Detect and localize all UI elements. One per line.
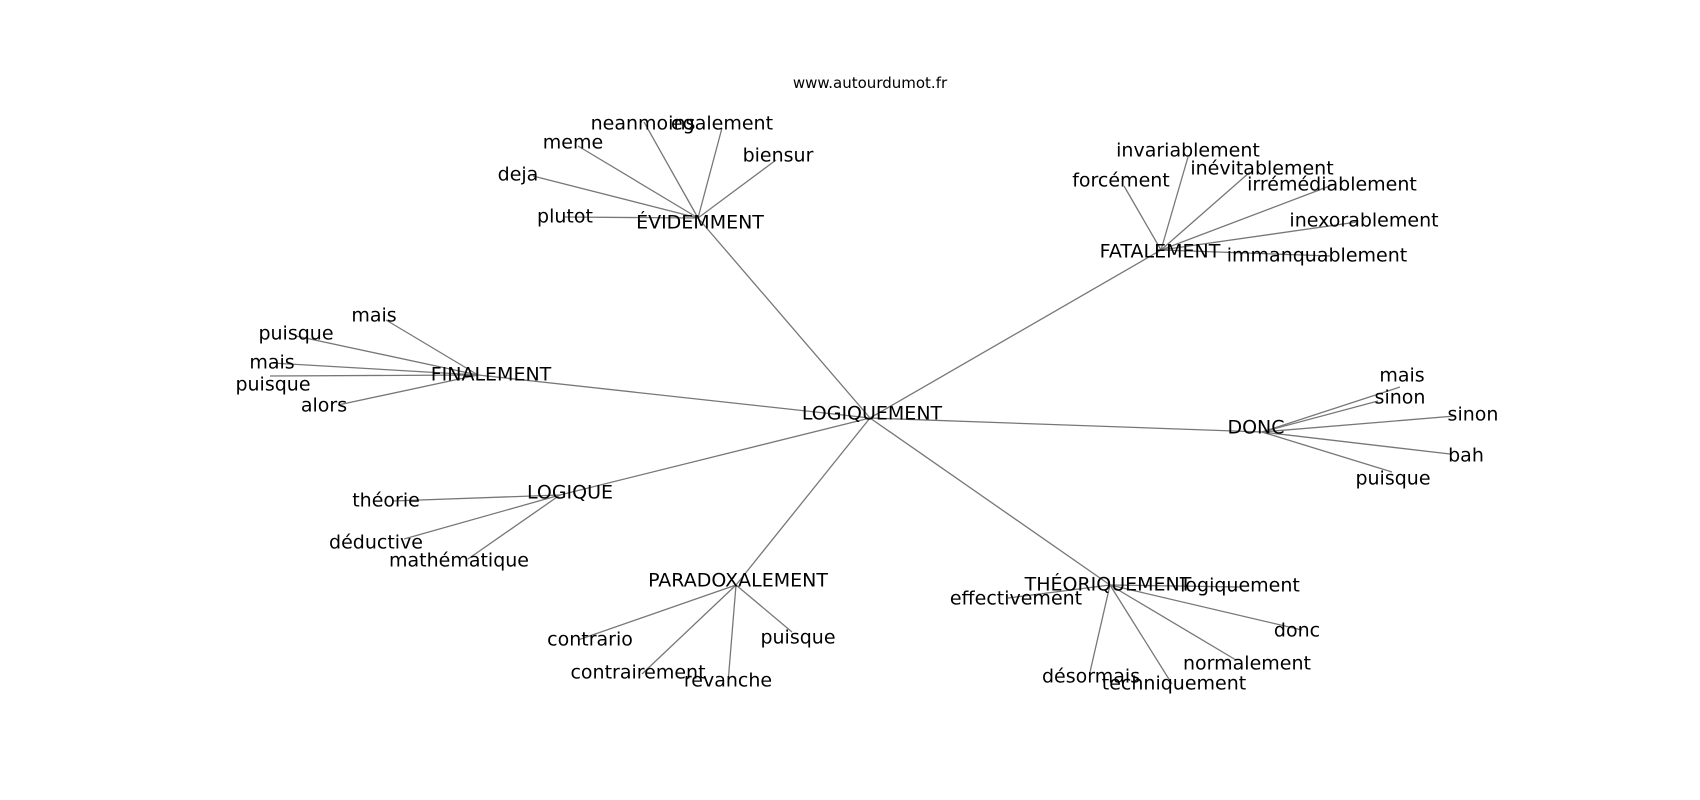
edge-logique-0	[391, 494, 561, 502]
word-label-fatalement-4: inexorablement	[1289, 210, 1438, 232]
word-label-evidemment-1: egalement	[671, 113, 773, 135]
edge-logique-2	[467, 494, 561, 560]
word-label-paradoxalement-1: puisque	[760, 627, 835, 649]
word-label-fatalement-0: invariablement	[1116, 140, 1260, 162]
edge-fatalement-1	[1123, 185, 1162, 251]
word-label-evidemment-2: meme	[543, 132, 603, 154]
edge-center-paradoxalement	[735, 417, 871, 586]
word-label-paradoxalement-0: contrario	[547, 629, 633, 651]
word-label-finalement-1: puisque	[258, 323, 333, 345]
word-label-fatalement-5: immanquablement	[1227, 245, 1407, 267]
edge-center-donc	[869, 417, 1263, 433]
word-label-finalement-3: puisque	[235, 374, 310, 396]
hub-label-paradoxalement: PARADOXALEMENT	[648, 570, 828, 592]
edge-theoriquement-5	[1109, 584, 1173, 685]
edge-logique-1	[403, 494, 561, 540]
edge-fatalement-5	[1160, 249, 1331, 257]
word-label-donc-2: sinon	[1448, 404, 1499, 426]
word-label-theoriquement-3: normalement	[1183, 653, 1311, 675]
word-label-donc-3: bah	[1448, 445, 1484, 467]
edge-fatalement-0	[1160, 156, 1189, 251]
edge-center-fatalement	[869, 249, 1162, 419]
edge-donc-2	[1261, 415, 1456, 433]
word-label-theoriquement-2: donc	[1274, 620, 1320, 642]
source-label: www.autourdumot.fr	[793, 74, 948, 92]
hub-label-finalement: FINALEMENT	[431, 364, 552, 386]
edge-evidemment-1	[697, 127, 723, 219]
edge-center-logique	[559, 417, 871, 496]
edge-layer	[269, 121, 1456, 685]
edge-center-finalement	[477, 374, 871, 419]
edge-fatalement-2	[1160, 171, 1251, 251]
center-node-label: LOGIQUEMENT	[802, 403, 943, 425]
edge-evidemment-2	[577, 145, 699, 219]
edge-donc-1	[1261, 400, 1379, 433]
edge-finalement-3	[269, 374, 479, 377]
word-label-theoriquement-5: techniquement	[1102, 673, 1246, 695]
word-label-evidemment-4: deja	[498, 164, 539, 186]
word-label-donc-4: puisque	[1355, 468, 1430, 490]
edge-theoriquement-1	[1109, 584, 1241, 588]
word-label-logique-1: déductive	[329, 532, 423, 554]
word-label-finalement-0: mais	[351, 305, 396, 327]
edge-paradoxalement-0	[577, 584, 737, 641]
edge-fatalement-4	[1160, 221, 1358, 251]
edge-evidemment-4	[532, 175, 699, 219]
hub-label-fatalement: FATALEMENT	[1100, 241, 1221, 263]
word-label-fatalement-2: inévitablement	[1190, 158, 1333, 180]
edge-paradoxalement-3	[727, 584, 737, 684]
edge-theoriquement-2	[1109, 584, 1303, 631]
hub-label-evidemment: ÉVIDEMMENT	[636, 211, 764, 234]
word-label-fatalement-1: forcément	[1072, 170, 1170, 192]
edge-donc-4	[1261, 431, 1393, 473]
edge-finalement-4	[337, 374, 479, 406]
edge-evidemment-3	[697, 159, 777, 219]
edge-finalement-1	[295, 335, 479, 376]
word-label-paradoxalement-2: contrairement	[570, 662, 705, 684]
edge-center-theoriquement	[869, 417, 1111, 586]
edge-theoriquement-3	[1109, 584, 1237, 661]
word-label-evidemment-3: biensur	[743, 145, 814, 167]
word-label-finalement-4: alors	[301, 395, 347, 417]
edge-donc-3	[1261, 431, 1451, 455]
word-label-theoriquement-1: logiquement	[1180, 575, 1300, 597]
edge-theoriquement-4	[1089, 584, 1111, 673]
word-label-donc-0: mais	[1379, 365, 1424, 387]
hub-label-theoriquement: THÉORIQUEMENT	[1024, 573, 1192, 596]
word-label-logique-2: mathématique	[389, 550, 529, 572]
word-label-paradoxalement-3: revanche	[684, 670, 772, 692]
word-label-finalement-2: mais	[249, 352, 294, 374]
word-label-donc-1: sinon	[1375, 387, 1426, 409]
word-label-logique-0: théorie	[352, 490, 420, 512]
edge-theoriquement-0	[1007, 584, 1111, 599]
edge-fatalement-3	[1160, 183, 1336, 251]
label-layer: www.autourdumot.fr LOGIQUEMENT ÉVIDEMMENT…	[235, 74, 1498, 695]
edge-finalement-0	[385, 319, 479, 376]
edge-center-evidemment	[697, 217, 871, 419]
word-label-theoriquement-0: effectivement	[950, 588, 1082, 610]
word-label-evidemment-0: neanmoins	[591, 113, 696, 135]
edge-donc-0	[1261, 386, 1401, 433]
edge-paradoxalement-1	[735, 584, 793, 633]
edge-paradoxalement-2	[641, 584, 737, 675]
word-label-fatalement-3: irrémédiablement	[1247, 174, 1417, 196]
edge-finalement-2	[271, 362, 479, 376]
word-label-theoriquement-4: désormais	[1042, 666, 1140, 688]
edge-evidemment-5	[562, 216, 699, 219]
hub-label-donc: DONC	[1227, 417, 1284, 439]
edge-evidemment-0	[643, 121, 699, 219]
hub-label-logique: LOGIQUE	[527, 482, 613, 504]
word-label-evidemment-5: plutot	[537, 206, 593, 228]
